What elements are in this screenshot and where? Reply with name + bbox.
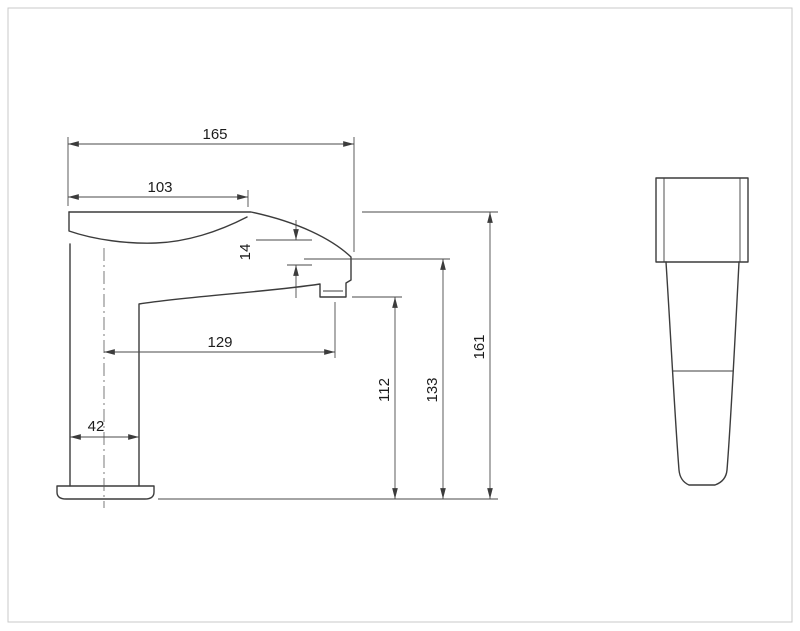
dim-spout-reach: 129 [104, 302, 336, 358]
dimension-label: 165 [202, 126, 227, 143]
faucet-body-outline [68, 211, 352, 487]
dim-spout-nose-height: 14 [237, 220, 312, 298]
dimension-label: 112 [376, 378, 393, 402]
dimension-label: 14 [237, 244, 254, 261]
dim-spout-top-height: 133 [304, 258, 450, 499]
dimension-label: 161 [471, 334, 488, 359]
front-view-body-outline [665, 261, 740, 486]
faucet-handle-outline [68, 211, 248, 244]
dim-outlet-height: 112 [352, 296, 402, 499]
side-view [56, 211, 352, 508]
front-view [655, 177, 749, 486]
dim-body-width: 42 [70, 418, 139, 440]
dim-handle-length: 103 [68, 179, 249, 207]
dimension-label: 133 [424, 377, 441, 402]
dimension-label: 103 [147, 179, 172, 196]
faucet-base-flange [56, 485, 155, 500]
dimension-label: 42 [88, 418, 105, 435]
front-view-head-outline [655, 177, 749, 263]
dimension-label: 129 [207, 334, 232, 351]
dim-overall-height: 161 [362, 211, 498, 499]
page-border [7, 7, 793, 623]
